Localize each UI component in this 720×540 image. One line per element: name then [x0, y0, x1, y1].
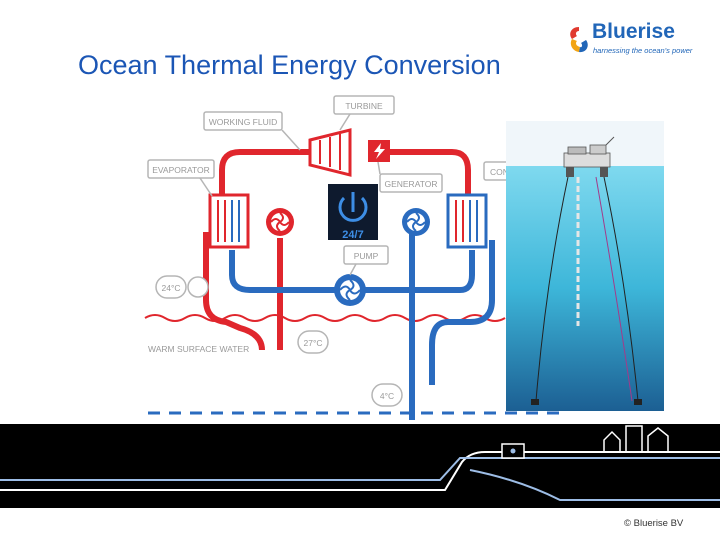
offshore-pipe-line: [469, 469, 720, 501]
bluerise-logo: Bluerise harnessing the ocean's power: [566, 20, 716, 62]
onshore-buildings: [603, 425, 669, 453]
power-cable: [595, 176, 633, 402]
evaporator-heat-exchanger: [208, 193, 250, 249]
warm-surface-wave: [144, 314, 506, 322]
mooring-line-left: [535, 176, 569, 402]
label-turbine: TURBINE: [333, 95, 395, 131]
condenser-heat-exchanger: [446, 193, 488, 249]
seafloor-profile: [0, 451, 720, 491]
turbine-to-condenser-pipe: [376, 149, 471, 200]
label-warm-surface-water: WARM SURFACE WATER: [148, 344, 249, 354]
label-condenser-text: CON: [490, 167, 509, 177]
bluerise-swirl-logo-icon: [570, 27, 588, 53]
onshore-pipe: [0, 457, 720, 481]
label-generator: GENERATOR: [377, 161, 443, 193]
label-evaporator: EVAPORATOR: [147, 159, 215, 197]
temp-4-text: 4°C: [380, 391, 394, 401]
temp-27-tag: 27°C: [297, 330, 329, 354]
power-badge: 24/7: [328, 184, 378, 241]
temp-24-text: 24°C: [162, 283, 181, 293]
seafloor-band: [0, 424, 720, 508]
label-working-fluid: WORKING FLUID: [203, 111, 301, 151]
badge-text: 24/7: [342, 229, 363, 241]
label-working-fluid-text: WORKING FLUID: [209, 117, 277, 127]
label-generator-text: GENERATOR: [384, 179, 437, 189]
label-evaporator-text: EVAPORATOR: [152, 165, 210, 175]
warm-loop-pipe: [219, 149, 310, 200]
lightning-icon: [374, 143, 385, 159]
power-icon: [338, 196, 368, 222]
offshore-platform-illustration: [506, 121, 664, 411]
temp-27-text: 27°C: [304, 338, 323, 348]
logo-name: Bluerise: [592, 20, 675, 43]
logo-tagline: harnessing the ocean's power: [593, 46, 693, 55]
label-turbine-text: TURBINE: [345, 101, 383, 111]
label-pump: PUMP: [343, 245, 389, 276]
copyright-text: © Bluerise BV: [624, 518, 684, 529]
label-pump-text: PUMP: [354, 251, 379, 261]
temp-24-tag: 24°C: [155, 275, 209, 299]
cold-seawater-discharge-pipe: [429, 240, 495, 385]
generator: [368, 140, 390, 162]
warm-water-pump: [266, 208, 294, 236]
platform-structure: [563, 136, 615, 177]
mooring-line-right: [603, 176, 639, 402]
onshore-building-small: [501, 443, 525, 459]
warm-seawater-discharge-pipe: [203, 232, 265, 351]
working-fluid-pump: [334, 274, 366, 306]
cold-water-pump: [402, 208, 430, 236]
turbine: [308, 128, 352, 177]
slide-title: Ocean Thermal Energy Conversion: [78, 50, 501, 80]
temp-4-tag: 4°C: [371, 383, 403, 407]
